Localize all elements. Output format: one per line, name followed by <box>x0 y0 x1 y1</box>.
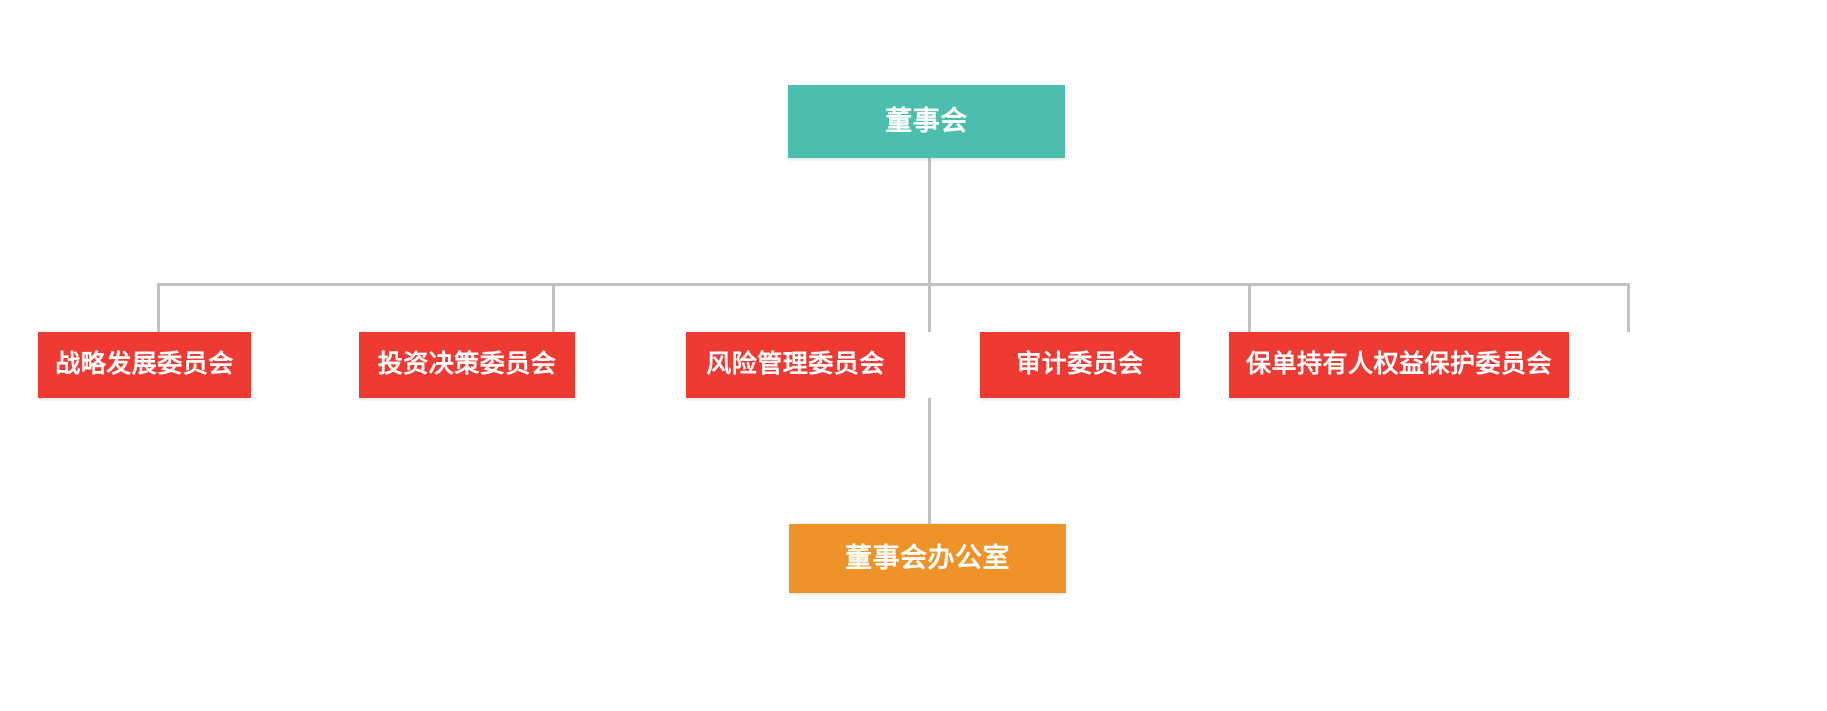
connector-drop-committee-5 <box>1627 283 1630 332</box>
node-committee-audit[interactable]: 审计委员会 <box>980 332 1180 398</box>
connector-drop-committee-2 <box>552 283 555 332</box>
node-label-committee-4: 审计委员会 <box>1016 350 1144 379</box>
node-board-office[interactable]: 董事会办公室 <box>789 524 1066 593</box>
connector-drop-committee-3 <box>928 283 931 332</box>
connector-drop-committee-1 <box>157 283 160 332</box>
connector-root-stem <box>928 158 931 286</box>
node-committee-investment-decision[interactable]: 投资决策委员会 <box>359 332 575 398</box>
node-label-committee-1: 战略发展委员会 <box>55 350 234 379</box>
node-label-board-of-directors: 董事会 <box>885 105 968 136</box>
node-label-committee-3: 风险管理委员会 <box>706 350 885 379</box>
node-label-committee-2: 投资决策委员会 <box>377 350 557 379</box>
connector-horizontal-bus <box>157 283 1630 286</box>
node-board-of-directors[interactable]: 董事会 <box>788 85 1065 158</box>
connector-drop-committee-4 <box>1248 283 1251 332</box>
node-label-committee-5: 保单持有人权益保护委员会 <box>1245 350 1552 379</box>
node-committee-policyholder-rights-protection[interactable]: 保单持有人权益保护委员会 <box>1229 332 1569 398</box>
connector-stem-to-office <box>928 398 931 524</box>
node-committee-risk-management[interactable]: 风险管理委员会 <box>686 332 905 398</box>
node-committee-strategic-development[interactable]: 战略发展委员会 <box>38 332 251 398</box>
node-label-board-office: 董事会办公室 <box>845 542 1010 573</box>
